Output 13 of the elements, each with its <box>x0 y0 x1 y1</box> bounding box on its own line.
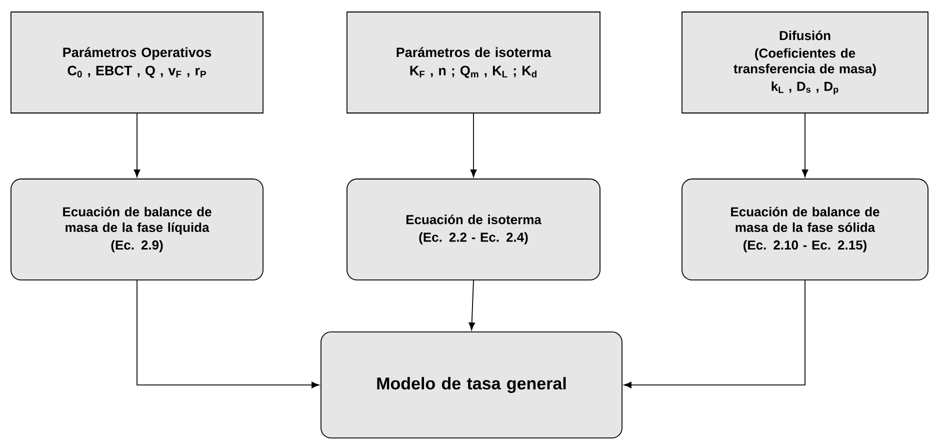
equation-box: Ecuación de balance de masa de la fase sólida (Ec. 2.10 - Ec. 2.15) <box>682 178 928 280</box>
arrow <box>470 113 477 178</box>
arrow <box>134 113 140 178</box>
arrow <box>136 280 320 388</box>
equation-box: Ecuación de balance de masa de la fase líquida (Ec. 2.9) <box>10 178 264 280</box>
arrow <box>624 280 806 388</box>
arrow <box>802 113 808 178</box>
arrow <box>468 280 475 330</box>
parameter-box: Parámetros Operativos C$_{0}$ , EBCT , Q , v$_{F}$ , r$_{P}$ <box>10 12 264 114</box>
parameter-box: Difusión (Coeficientes de transferencia de masa) k$_{L}$ , D$_{s}$ , D$_{p}$ <box>682 12 928 114</box>
parameter-box: Parámetros de isoterma K$_{F}$ , n ; Q$_{m}$ , K$_{L}$ ; K$_{d}$ <box>346 12 600 114</box>
model-box: Modelo de tasa general <box>320 332 622 438</box>
equation-box: Ecuación de isoterma (Ec. 2.2 - Ec. 2.4) <box>346 178 600 280</box>
